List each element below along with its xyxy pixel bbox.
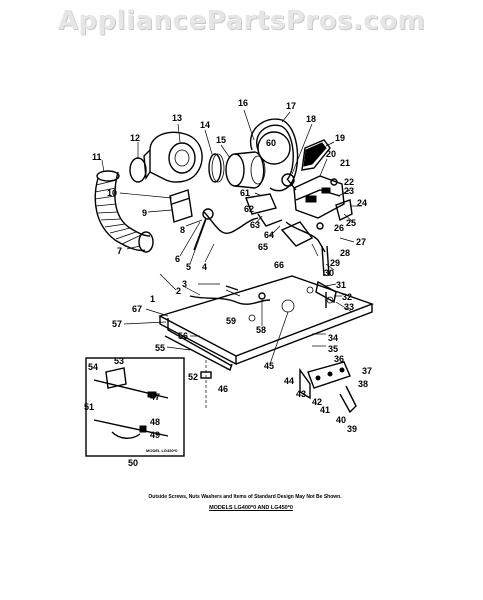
callout-1: 1 — [150, 294, 155, 304]
callout-14: 14 — [200, 120, 210, 130]
callout-60: 60 — [266, 138, 276, 148]
callout-57: 57 — [112, 319, 122, 329]
callout-43: 43 — [296, 389, 306, 399]
callout-21: 21 — [340, 158, 350, 168]
wire-harness — [193, 208, 259, 251]
callout-32: 32 — [342, 292, 352, 302]
callout-62: 62 — [244, 204, 254, 214]
callout-31: 31 — [336, 280, 346, 290]
callout-19: 19 — [335, 133, 345, 143]
callout-52: 52 — [188, 372, 198, 382]
callout-13: 13 — [172, 113, 182, 123]
callout-63: 63 — [250, 220, 260, 230]
callout-44: 44 — [284, 376, 294, 386]
callout-22: 22 — [344, 177, 354, 187]
callout-41: 41 — [320, 405, 330, 415]
callout-35: 35 — [328, 344, 338, 354]
callout-10: 10 — [107, 188, 117, 198]
callout-48: 48 — [150, 417, 160, 427]
leader-lines — [101, 109, 362, 365]
callout-6: 6 — [175, 254, 180, 264]
callout-40: 40 — [336, 415, 346, 425]
callout-17: 17 — [286, 101, 296, 111]
exhaust-duct — [94, 170, 154, 253]
callout-50: 50 — [128, 458, 138, 468]
gas-manifold — [280, 221, 330, 277]
watermark: AppliancePartsPros.com — [57, 6, 426, 36]
callout-12: 12 — [130, 133, 140, 143]
callout-61: 61 — [240, 188, 250, 198]
front-rail — [164, 318, 233, 372]
callout-59: 59 — [226, 316, 236, 326]
model-line: MODELS LG400*0 AND LG450*0 — [209, 505, 293, 511]
callout-25: 25 — [346, 218, 356, 228]
inset-detail — [85, 357, 185, 457]
callout-labels: 1 2 3 4 5 6 7 8 9 10 11 12 13 14 15 16 1… — [84, 98, 372, 468]
callout-47: 47 — [150, 392, 160, 402]
callout-3: 3 — [182, 279, 187, 289]
callout-66: 66 — [274, 260, 284, 270]
callout-7: 7 — [117, 246, 122, 256]
callout-51: 51 — [84, 402, 94, 412]
callout-16: 16 — [238, 98, 248, 108]
callout-27: 27 — [356, 237, 366, 247]
callout-55: 55 — [155, 343, 165, 353]
rear-bracket — [315, 280, 337, 308]
callout-38: 38 — [358, 379, 368, 389]
callout-42: 42 — [312, 397, 322, 407]
callout-37: 37 — [362, 366, 372, 376]
callout-5: 5 — [186, 262, 191, 272]
callout-64: 64 — [264, 230, 274, 240]
callout-58: 58 — [256, 325, 266, 335]
drive-belt — [249, 118, 299, 192]
callout-18: 18 — [306, 114, 316, 124]
callout-2: 2 — [176, 286, 181, 296]
callout-39: 39 — [347, 424, 357, 434]
callout-65: 65 — [258, 242, 268, 252]
callout-33: 33 — [344, 302, 354, 312]
drive-motor — [225, 151, 266, 189]
leveling-leg — [200, 360, 212, 410]
callout-15: 15 — [216, 135, 226, 145]
callout-23: 23 — [344, 186, 354, 196]
callout-49: 49 — [150, 430, 160, 440]
callout-36: 36 — [334, 354, 344, 364]
terminal-block — [299, 361, 357, 414]
callout-11: 11 — [92, 152, 102, 162]
callout-34: 34 — [328, 333, 338, 343]
base-plate — [158, 275, 375, 366]
main-harness — [189, 285, 271, 305]
callout-45: 45 — [264, 361, 274, 371]
duct-clamp — [129, 157, 147, 183]
callout-30: 30 — [324, 268, 334, 278]
footnote: Outside Screws, Nuts Washers and Items o… — [148, 494, 342, 500]
callout-8: 8 — [180, 225, 185, 235]
blower-bracket — [169, 189, 193, 223]
callout-28: 28 — [340, 248, 350, 258]
inset-caption: MODEL LG450*0 — [146, 448, 178, 453]
callout-29: 29 — [330, 258, 340, 268]
callout-46: 46 — [218, 384, 228, 394]
blower-wheel — [208, 153, 225, 183]
callout-24: 24 — [357, 198, 367, 208]
callout-67: 67 — [132, 304, 142, 314]
duct-cover — [301, 139, 331, 171]
callout-4: 4 — [202, 262, 207, 272]
callout-9: 9 — [142, 208, 147, 218]
callout-54: 54 — [88, 362, 98, 372]
callout-20: 20 — [326, 149, 336, 159]
blower-housing — [143, 131, 203, 183]
callout-56: 56 — [178, 331, 188, 341]
callout-53: 53 — [114, 356, 124, 366]
callout-26: 26 — [334, 223, 344, 233]
